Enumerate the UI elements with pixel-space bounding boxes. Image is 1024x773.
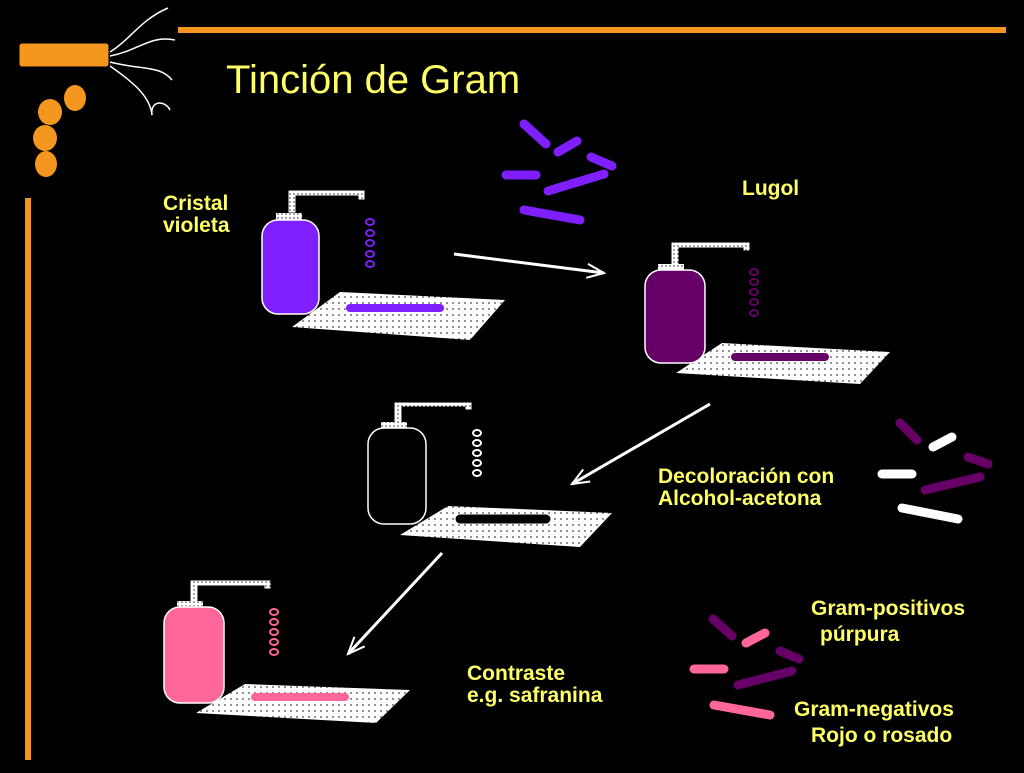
legend-line: Rojo o rosado — [811, 724, 953, 747]
label-line: violeta — [163, 214, 230, 237]
slide — [400, 506, 612, 547]
header-bar — [178, 27, 1006, 33]
step-safranin — [163, 579, 410, 723]
legend-line: púrpura — [820, 623, 900, 646]
label-line: e.g. safranina — [467, 684, 603, 707]
label-decolorization: Decoloración con Alcohol-acetona — [658, 466, 834, 510]
legend-gram-positive: Gram-positivos púrpura — [811, 596, 965, 648]
label-line: Cristal — [163, 192, 229, 215]
drops — [749, 268, 759, 317]
bacteria-cluster-decolorized — [877, 418, 993, 524]
slide-title: Tinción de Gram — [226, 58, 521, 102]
header-decoration — [18, 7, 1006, 760]
arrow-step2-to-step3 — [572, 402, 711, 484]
label-line: Alcohol-acetona — [658, 487, 822, 510]
label-line: Lugol — [742, 177, 800, 200]
flagella-icon — [109, 7, 176, 116]
label-counterstain: Contraste e.g. safranina — [467, 663, 602, 707]
slide — [292, 292, 505, 340]
step-crystal-violet — [261, 189, 505, 340]
label-line: Contraste — [467, 662, 566, 685]
drops — [472, 429, 482, 477]
drops — [365, 218, 375, 268]
dropper-bottle — [367, 401, 473, 525]
bacteria-cluster-violet — [501, 119, 617, 225]
legend-line: Gram-positivos — [811, 597, 966, 620]
dropper-bottle — [261, 189, 366, 315]
step-decolorization — [367, 401, 612, 547]
drops — [269, 608, 279, 656]
step-lugol — [644, 241, 890, 384]
legend-gram-negative: Gram-negativos Rojo o rosado — [794, 697, 954, 749]
bacteria-cluster-final — [689, 614, 804, 720]
label-line: Decoloración con — [658, 465, 835, 488]
legend-line: Gram-negativos — [794, 698, 954, 721]
bacillus-logo — [18, 42, 110, 68]
label-lugol: Lugol — [742, 178, 799, 200]
arrow-step3-to-step4 — [348, 551, 444, 654]
cocci-logo — [33, 85, 86, 177]
dropper-bottle — [644, 241, 751, 364]
arrow-step1-to-step2 — [453, 252, 604, 273]
label-crystal-violet: Cristal violeta — [163, 193, 230, 237]
flow-arrows — [348, 252, 711, 654]
side-bar — [25, 198, 31, 760]
dropper-bottle — [163, 579, 272, 704]
slide — [196, 684, 410, 723]
slide — [676, 343, 890, 384]
